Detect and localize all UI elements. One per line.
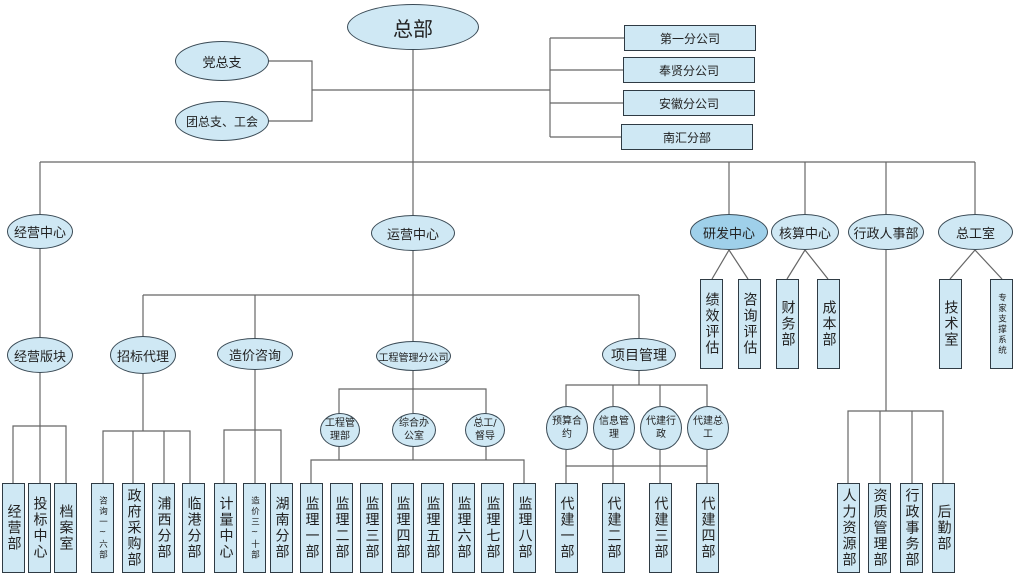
dept-business[interactable]: 经营部 (2, 483, 25, 573)
operation-center-node[interactable]: 运营中心 (371, 215, 455, 251)
dept-qualification-mgmt[interactable]: 资质管理部 (868, 483, 891, 573)
dept-puxi-branch[interactable]: 浦西分部 (152, 483, 175, 573)
dept-supervision-7[interactable]: 监理七部 (481, 483, 504, 573)
dept-archive-room[interactable]: 档案室 (54, 483, 77, 573)
dept-agent-construction-1[interactable]: 代建一部 (555, 483, 578, 573)
dept-finance[interactable]: 财务部 (776, 279, 799, 369)
dept-consulting-1-6[interactable]: 咨询一~六部 (91, 483, 114, 573)
dept-performance-eval[interactable]: 绩效评估 (700, 279, 723, 369)
admin-hr-node[interactable]: 行政人事部 (848, 214, 924, 250)
youth-union-node[interactable]: 团总支、工会 (175, 101, 269, 141)
engineering-mgmt-company-node[interactable]: 工程管理分公司 (376, 341, 451, 371)
dept-expert-support-system[interactable]: 专家支撑系统 (990, 279, 1013, 369)
dept-cost[interactable]: 成本部 (817, 279, 840, 369)
dept-supervision-3[interactable]: 监理三部 (360, 483, 383, 573)
dept-supervision-1[interactable]: 监理一部 (300, 483, 323, 573)
budget-contract-node[interactable]: 预算合约 (546, 406, 588, 450)
branch-anhui[interactable]: 安徽分公司 (623, 90, 755, 116)
chief-supervisor-node[interactable]: 总工/督导 (465, 413, 505, 447)
dept-bidding-center[interactable]: 投标中心 (28, 483, 51, 573)
engineering-mgmt-dept-node[interactable]: 工程管理部 (320, 413, 360, 447)
dept-admin-affairs[interactable]: 行政事务部 (900, 483, 923, 573)
business-block-node[interactable]: 经营版块 (7, 337, 73, 373)
dept-lingang-branch[interactable]: 临港分部 (182, 483, 205, 573)
dept-supervision-6[interactable]: 监理六部 (452, 483, 475, 573)
dept-consulting-eval[interactable]: 咨询评估 (738, 279, 761, 369)
dept-cost-3-10[interactable]: 造价三~十部 (243, 483, 266, 573)
dept-agent-construction-2[interactable]: 代建二部 (602, 483, 625, 573)
chief-engineer-node[interactable]: 总工室 (938, 214, 1013, 250)
dept-supervision-5[interactable]: 监理五部 (421, 483, 444, 573)
dept-supervision-8[interactable]: 监理八部 (513, 483, 536, 573)
dept-supervision-4[interactable]: 监理四部 (391, 483, 414, 573)
branch-first-company[interactable]: 第一分公司 (624, 25, 756, 51)
branch-nanhui[interactable]: 南汇分部 (621, 124, 753, 150)
dept-supervision-2[interactable]: 监理二部 (330, 483, 353, 573)
dept-measurement-center[interactable]: 计量中心 (214, 483, 237, 573)
project-management-node[interactable]: 项目管理 (602, 338, 676, 371)
agent-construction-admin-node[interactable]: 代建行政 (640, 406, 682, 450)
headquarters-node[interactable]: 总部 (347, 4, 479, 50)
accounting-center-node[interactable]: 核算中心 (771, 214, 839, 250)
cost-consulting-node[interactable]: 造价咨询 (217, 338, 293, 370)
business-center-node[interactable]: 经营中心 (7, 214, 73, 249)
dept-human-resources[interactable]: 人力资源部 (837, 483, 860, 573)
info-management-node[interactable]: 信息管理 (593, 406, 635, 450)
branch-fengxian[interactable]: 奉贤分公司 (623, 57, 755, 83)
dept-hunan-branch[interactable]: 湖南分部 (270, 483, 293, 573)
dept-gov-procurement[interactable]: 政府采购部 (122, 483, 145, 573)
party-branch-node[interactable]: 党总支 (175, 41, 269, 81)
general-office-node[interactable]: 综合办公室 (392, 413, 436, 447)
dept-agent-construction-3[interactable]: 代建三部 (649, 483, 672, 573)
dept-technical-room[interactable]: 技术室 (939, 279, 962, 369)
bidding-agency-node[interactable]: 招标代理 (110, 336, 176, 374)
rnd-center-node[interactable]: 研发中心 (690, 214, 768, 250)
agent-construction-chief-node[interactable]: 代建总工 (687, 406, 729, 450)
dept-agent-construction-4[interactable]: 代建四部 (696, 483, 719, 573)
dept-logistics[interactable]: 后勤部 (932, 483, 955, 573)
